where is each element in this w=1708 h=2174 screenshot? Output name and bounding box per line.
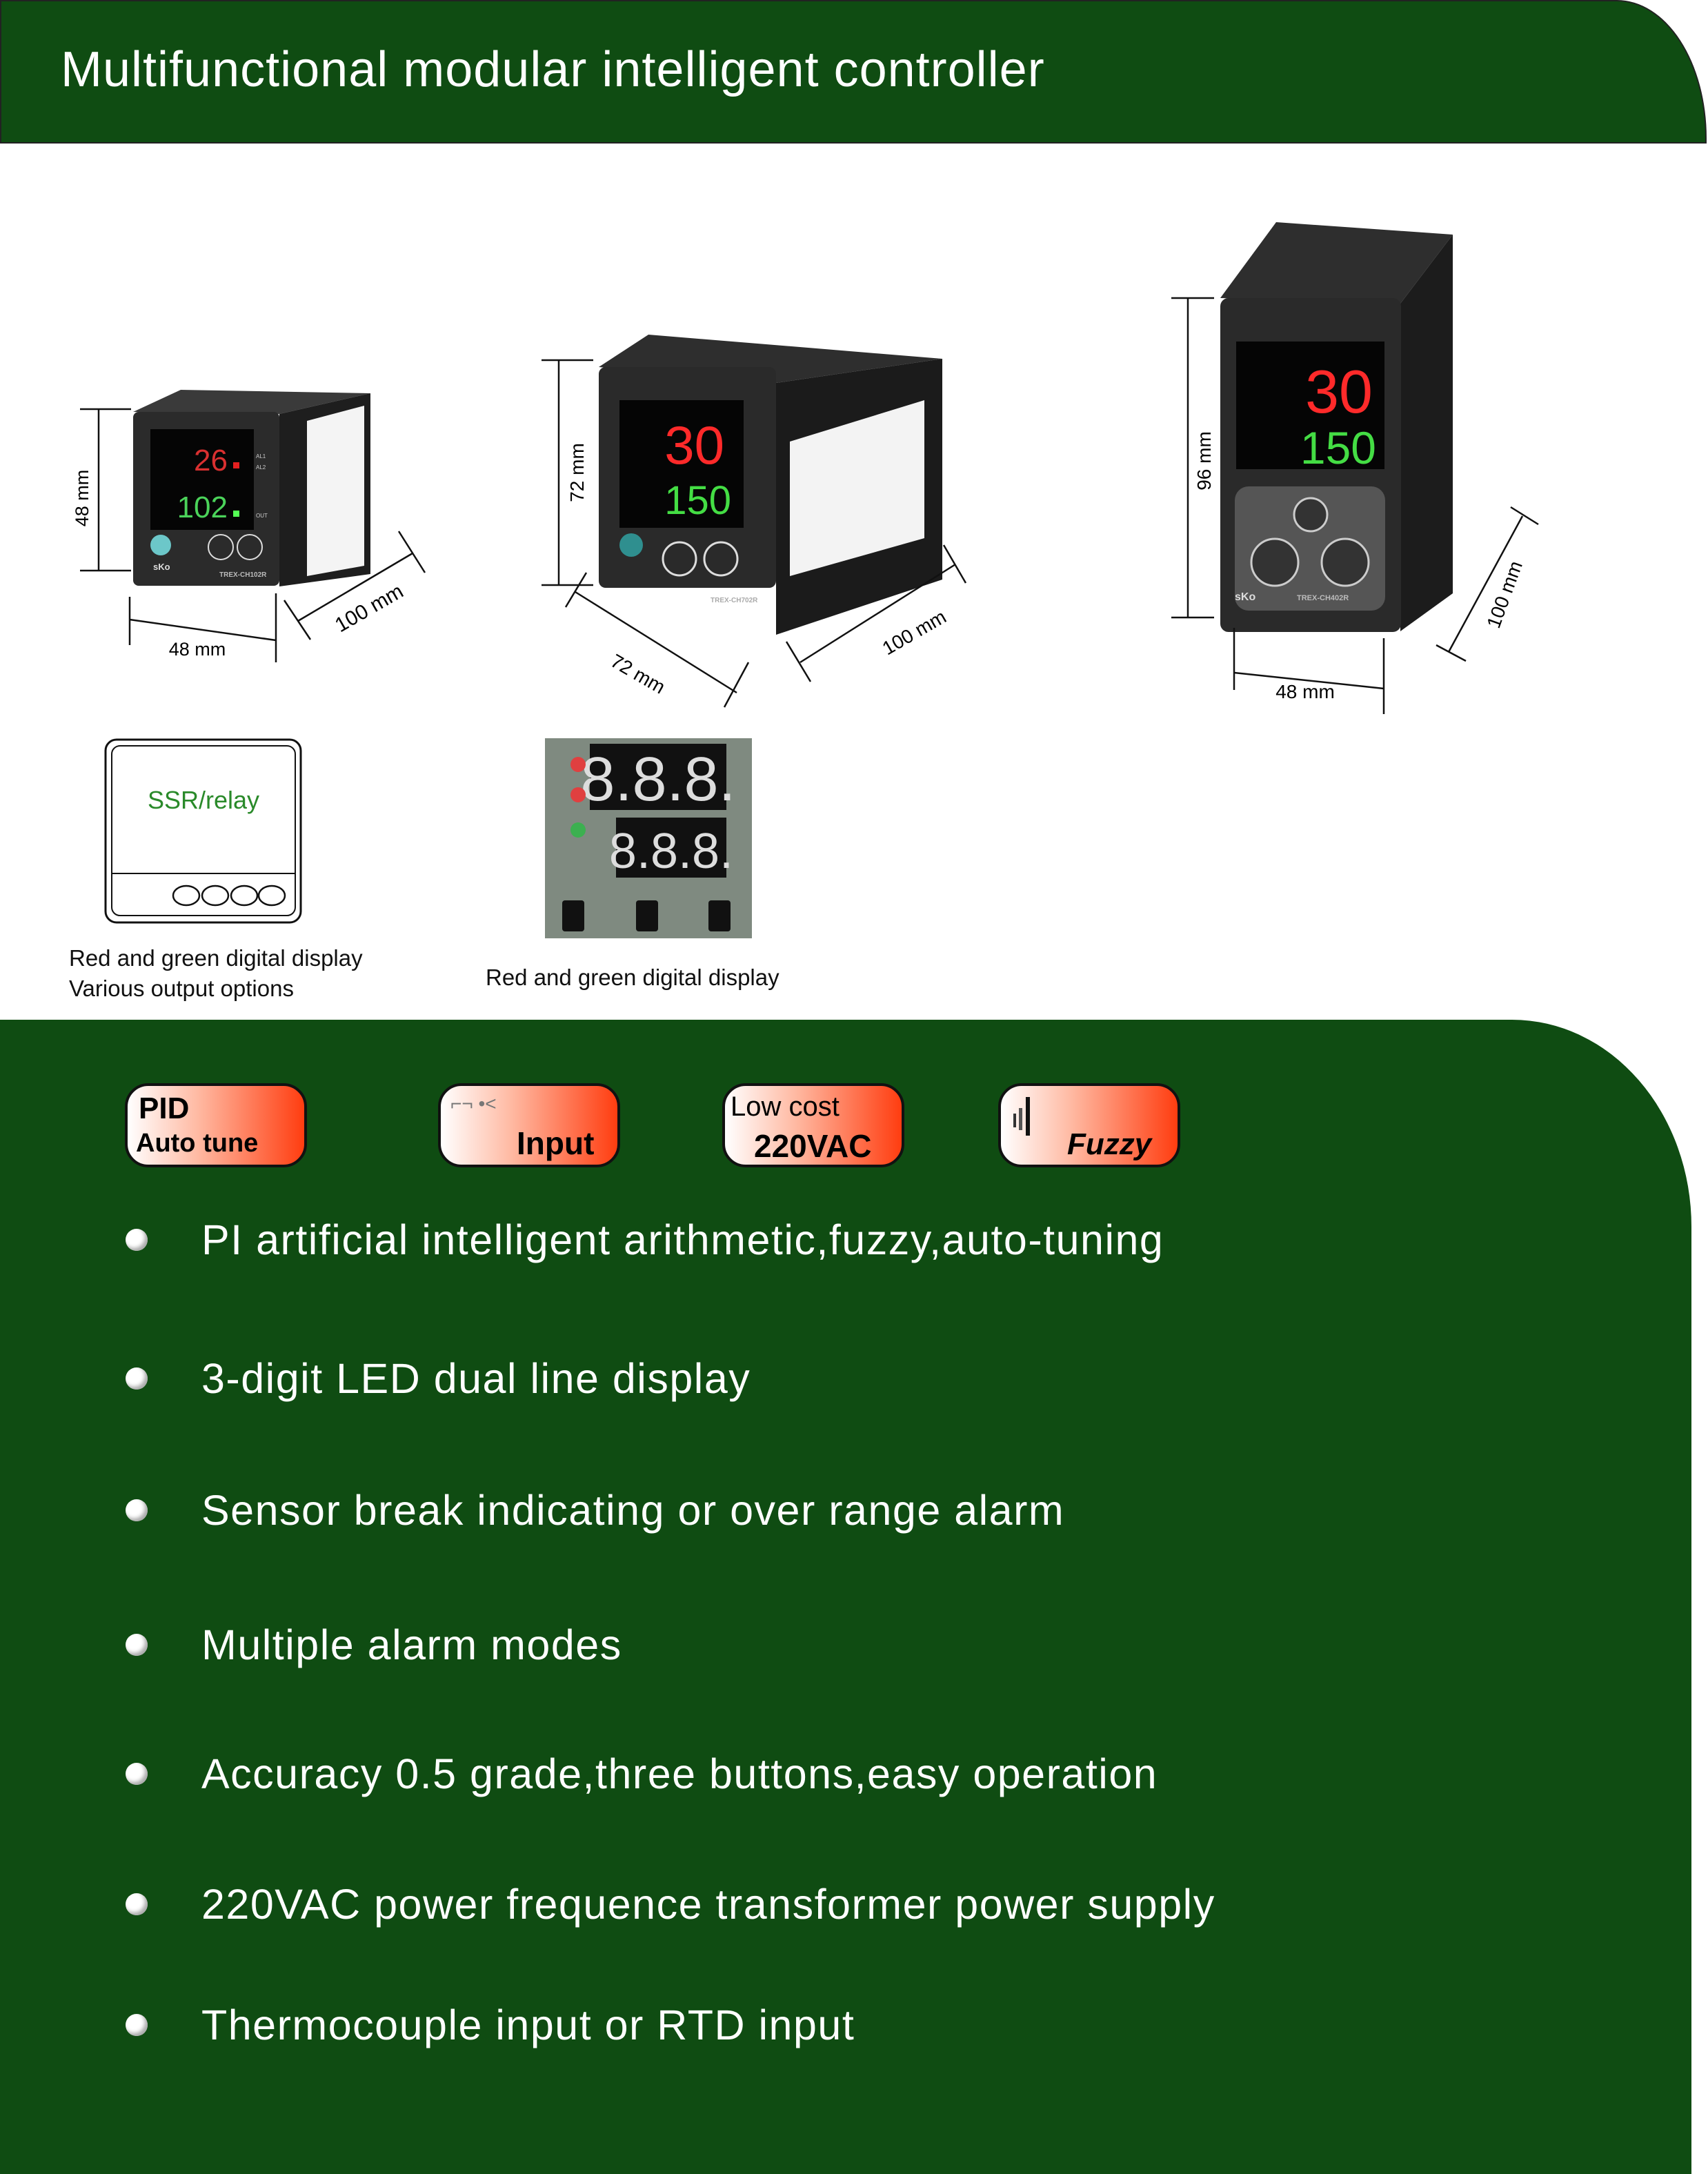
feature-item: PI artificial intelligent arithmetic,fuz…: [126, 1216, 1164, 1264]
width-label: 48 mm: [1275, 681, 1335, 702]
model-label: TREX-CH402R: [1297, 594, 1349, 602]
feature-item: Accuracy 0.5 grade,three buttons,easy op…: [126, 1750, 1158, 1798]
down-button[interactable]: [208, 534, 234, 560]
sv-readout: 102: [177, 491, 228, 524]
spec-label: [790, 400, 924, 576]
bullet-icon: [126, 1634, 148, 1656]
feature-text: Multiple alarm modes: [201, 1621, 622, 1668]
caption-display: Red and green digital display: [69, 945, 363, 971]
badge-low-cost-220vac: Low cost 220VAC: [722, 1083, 904, 1167]
depth-label: 100 mm: [1482, 558, 1527, 631]
pv-readout: 30: [1305, 357, 1373, 426]
display: [1236, 342, 1384, 469]
display-pcb: 8.8.8. 8.8.8.: [545, 738, 752, 938]
pcb-button: [708, 900, 731, 931]
badge-line2: Auto tune: [136, 1129, 259, 1158]
output-module-drawing: SSR/relay: [104, 738, 302, 924]
bullet-icon: [126, 1763, 148, 1785]
badge-line1: PID: [139, 1091, 190, 1125]
feature-text: Sensor break indicating or over range al…: [201, 1487, 1065, 1534]
model-label: TREX-CH102R: [219, 571, 267, 579]
bullet-icon: [126, 1893, 148, 1915]
bullet-icon: [126, 1499, 148, 1521]
pv-readout: 30: [664, 415, 724, 475]
dimension-lines: [542, 359, 967, 708]
badge-line2: Fuzzy: [1067, 1127, 1152, 1161]
controller-48x96: 30 150 sKo TREX-CH402R 96 mm 48 mm 100 m…: [1171, 222, 1539, 714]
height-label: 72 mm: [566, 443, 588, 502]
controller-48x48: 26 102 AL1 AL2 OUT sKo TREX-CH102R 48 mm…: [72, 390, 426, 662]
led-label: OUT: [256, 513, 268, 519]
dimension-lines: [1171, 297, 1539, 714]
sv-readout: 150: [1300, 422, 1376, 473]
spec-label: [307, 406, 364, 576]
features-panel: PID Auto tune ⌐¬ •< Input Low cost 220VA…: [0, 1020, 1691, 2174]
set-button[interactable]: [1293, 497, 1329, 533]
bullet-icon: [126, 2014, 148, 2036]
display: [619, 400, 744, 528]
feature-item: 220VAC power frequence transformer power…: [126, 1880, 1215, 1928]
feature-item: Multiple alarm modes: [126, 1621, 622, 1669]
width-label: 72 mm: [607, 650, 669, 698]
badge-line1: Low cost: [731, 1091, 840, 1122]
feature-text: 220VAC power frequence transformer power…: [201, 1881, 1215, 1928]
badge-fuzzy: Fuzzy: [998, 1083, 1180, 1167]
dimension-lines: [80, 408, 426, 662]
page-title: Multifunctional modular intelligent cont…: [61, 42, 1045, 97]
feature-text: PI artificial intelligent arithmetic,fuz…: [201, 1216, 1164, 1263]
feature-text: 3-digit LED dual line display: [201, 1355, 751, 1402]
caption-pcb: Red and green digital display: [486, 965, 779, 990]
feature-item: 3-digit LED dual line display: [126, 1354, 751, 1403]
badge-pid-autotune: PID Auto tune: [125, 1083, 307, 1167]
height-label: 48 mm: [72, 470, 92, 527]
pcb-button: [636, 900, 658, 931]
down-button[interactable]: [662, 541, 697, 577]
depth-label: 100 mm: [879, 606, 950, 659]
bullet-icon: [126, 1367, 148, 1390]
header-banner: Multifunctional modular intelligent cont…: [0, 0, 1707, 144]
led-digits-bottom: 8.8.8.: [609, 824, 733, 879]
brand-logo: sKo: [153, 562, 170, 572]
badge-line2: Input: [517, 1125, 595, 1161]
feature-text: Accuracy 0.5 grade,three buttons,easy op…: [201, 1750, 1158, 1797]
down-button[interactable]: [1250, 537, 1300, 587]
led-digits-top: 8.8.8.: [580, 745, 735, 814]
led-label: AL1: [256, 453, 266, 459]
width-label: 48 mm: [169, 639, 226, 660]
controller-72x72: 30 150 TREX-CH702R 72 mm 72 mm 100 mm: [542, 335, 967, 708]
led-label: AL2: [256, 464, 266, 471]
pv-readout: 26: [194, 444, 228, 477]
feature-item: Sensor break indicating or over range al…: [126, 1486, 1064, 1534]
sv-readout: 150: [664, 478, 731, 523]
caption-output-options: Various output options: [69, 976, 294, 1001]
set-button[interactable]: [619, 533, 643, 557]
fuzzy-bars-icon: [1012, 1093, 1040, 1141]
brand-logo: sKo: [1235, 591, 1255, 603]
up-button[interactable]: [237, 534, 263, 560]
height-label: 96 mm: [1193, 431, 1215, 491]
bullet-icon: [126, 1229, 148, 1251]
up-button[interactable]: [1320, 537, 1370, 587]
depth-label: 100 mm: [331, 580, 407, 637]
ssr-label: SSR/relay: [148, 786, 259, 814]
model-label: TREX-CH702R: [711, 597, 758, 604]
badge-line2: 220VAC: [754, 1128, 872, 1164]
pcb-button: [562, 900, 584, 931]
up-button[interactable]: [703, 541, 739, 577]
set-button[interactable]: [150, 535, 171, 555]
feature-text: Thermocouple input or RTD input: [201, 2002, 855, 2048]
feature-item: Thermocouple input or RTD input: [126, 2001, 855, 2049]
sensor-input-icon: ⌐¬ •<: [450, 1093, 497, 1114]
badge-input: ⌐¬ •< Input: [438, 1083, 620, 1167]
product-gallery: 26 102 AL1 AL2 OUT sKo TREX-CH102R 48 mm…: [0, 145, 1708, 1020]
